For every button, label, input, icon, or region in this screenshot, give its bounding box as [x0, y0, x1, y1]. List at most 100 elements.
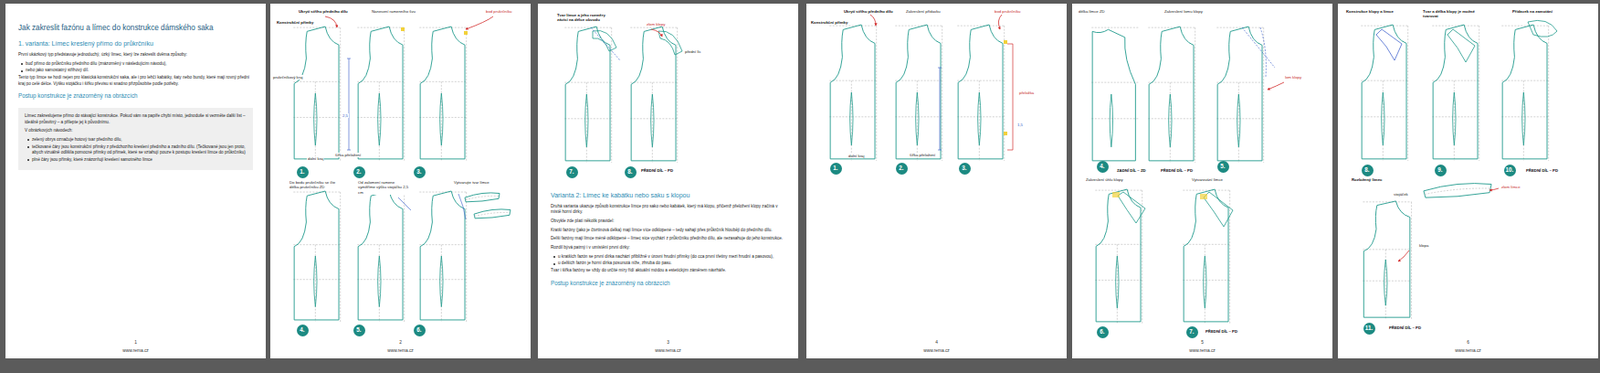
annotation: Zakreslení úhlu klopy — [1084, 177, 1125, 182]
front-bodice — [1360, 24, 1408, 161]
page-sheet — [5, 3, 266, 358]
page-sheet: Jak zakreslit fazónu a límec do konstruk… — [5, 3, 266, 358]
annotation: zlom klopy — [645, 21, 666, 27]
annotation: PŘEDNÍ DÍL – PD — [1525, 168, 1559, 173]
page-sheet: 5www.rema.cz4.5.6.7.délka límce ZDZakres… — [1072, 3, 1333, 358]
lapel-outline — [1117, 191, 1146, 223]
collar-piece — [1423, 183, 1492, 199]
step-number: 8. — [627, 168, 632, 175]
annotation: Tvar a délka klopy je možné tvarovat — [1421, 9, 1488, 20]
page-footer: 5 — [1072, 339, 1333, 346]
dimension-line — [937, 67, 942, 150]
step-number-badge: 9. — [1434, 164, 1447, 177]
step-number: 7. — [568, 168, 574, 175]
bullet-item: nebo jako samostatný střihový díl. — [18, 67, 253, 74]
page-footer: www.rema.cz — [5, 347, 266, 354]
marker — [463, 31, 468, 35]
subheading: Postup konstrukce je znázorněný na obráz… — [550, 279, 786, 287]
step-number-badge: 6. — [413, 324, 426, 337]
body-paragraph: Obvykle zde platí několik pravidel: — [550, 218, 786, 225]
lapel-outline — [1203, 191, 1233, 227]
annotation: bod průkrčníku — [484, 9, 513, 14]
annotation: dolní kraj — [847, 153, 865, 158]
red-arrow — [325, 16, 337, 28]
front-bodice — [630, 26, 677, 163]
step-number: 3. — [961, 165, 967, 171]
step-number: 2. — [356, 168, 361, 175]
facing-line — [1007, 43, 1013, 150]
annotation: klopa — [1418, 242, 1430, 248]
marker — [1200, 193, 1208, 200]
marker — [1003, 131, 1008, 136]
front-bodice — [1501, 24, 1548, 161]
guide-line — [590, 27, 621, 61]
back-bodice — [1091, 27, 1138, 161]
front-bodice — [357, 190, 404, 322]
step-number-badge: 1. — [830, 162, 843, 175]
page-sheet — [270, 3, 531, 358]
page-figures — [829, 14, 1013, 161]
annotation: PŘEDNÍ DÍL – PD — [640, 168, 674, 173]
step-number-badge: 4. — [296, 324, 309, 337]
bullet-item: tečkované čáry jsou konstrukční přímky z… — [24, 144, 247, 157]
annotation: 1,5 — [1016, 122, 1024, 127]
step-number: 6. — [416, 326, 422, 333]
red-arrow — [465, 16, 494, 30]
page-sheet — [537, 3, 799, 358]
front-bodice — [894, 24, 942, 161]
step-number-badge: 10. — [1504, 164, 1516, 177]
front-bodice — [357, 26, 404, 161]
page-footer: www.rema.cz — [806, 347, 1067, 354]
step-number-badge: 5. — [1217, 160, 1230, 173]
annotation: Vytvarujte tvar límce — [452, 179, 491, 185]
guide-line — [1242, 27, 1275, 77]
page-footer: 4 — [806, 339, 1067, 346]
section-heading: 1. varianta: Límec kreslený přímo do prů… — [18, 40, 253, 49]
step-number-badge: 8. — [1361, 164, 1374, 177]
step-number: 6. — [1099, 328, 1105, 335]
step-number-badge: 11. — [1363, 322, 1376, 335]
annotation: Nanesení ramenního švu — [370, 9, 417, 14]
page-footer: www.rema.cz — [537, 347, 799, 354]
step-number: 8. — [1364, 167, 1369, 173]
text-column: Varianta 2: Límec ke kabátku nebo saku s… — [550, 189, 786, 290]
collar-outline — [658, 31, 683, 55]
page-sheet — [1072, 3, 1333, 358]
subheading: Postup konstrukce je znázorněný na obráz… — [18, 92, 253, 100]
page-figures — [293, 16, 511, 322]
bullet-item: u delších fazón je horní dírka posunutá … — [550, 260, 786, 267]
step-number: 9. — [1437, 167, 1443, 173]
step-number: 7. — [1189, 328, 1194, 335]
step-number: 4. — [1099, 163, 1105, 169]
annotation: PŘEDNÍ DÍL – PD — [1204, 328, 1239, 334]
page-footer: www.rema.cz — [1072, 347, 1333, 354]
front-bodice — [419, 190, 466, 322]
page-sheet: 6www.rema.cz8.9.10.11.Konstrukce klopy a… — [1337, 3, 1599, 358]
front-bodice — [564, 26, 611, 163]
step-number-badge: 4. — [1096, 160, 1109, 173]
body-paragraph: První ukázkový typ představuje jednoduch… — [18, 52, 253, 59]
body-paragraph: Delší fazóny mají límce méně odklopené –… — [550, 235, 786, 243]
bullet-item: buď přímo do průkrčníku předního dílu (z… — [18, 61, 253, 68]
marker — [1112, 191, 1120, 198]
annotation: Přídavek na zamotání — [1511, 9, 1554, 14]
section-heading: Varianta 2: Límec ke kabátku nebo saku s… — [550, 191, 786, 200]
annotation: lom klopy — [1284, 74, 1303, 80]
step-number-badge: 5. — [353, 324, 366, 337]
step-number: 2. — [898, 165, 904, 171]
step-number: 3. — [416, 168, 422, 175]
annotation: Rozložený límec — [1350, 177, 1383, 182]
body-paragraph: Tento typ límce se hodí nejen pro klasic… — [18, 74, 253, 87]
dimension-line — [347, 58, 351, 150]
page-sheet: 2www.rema.cz1.2.3.4.5.6.Ukrytí střihu př… — [270, 3, 531, 358]
red-arrow — [1267, 82, 1285, 90]
step-number-badge: 2. — [353, 166, 366, 179]
front-bodice — [1431, 24, 1479, 161]
annotation: Tvar límce a jeho rozměry závisí na délc… — [556, 12, 615, 23]
annotation: Zakreslení lomu klopy — [1163, 9, 1204, 14]
step-number: 1. — [299, 168, 305, 175]
step-number-badge: 7. — [1186, 326, 1199, 338]
front-bodice — [293, 26, 340, 161]
bullet-item: plné čáry jsou přímky, které znázorňují … — [24, 157, 247, 164]
annotation: bod průkrčníku — [993, 9, 1022, 14]
